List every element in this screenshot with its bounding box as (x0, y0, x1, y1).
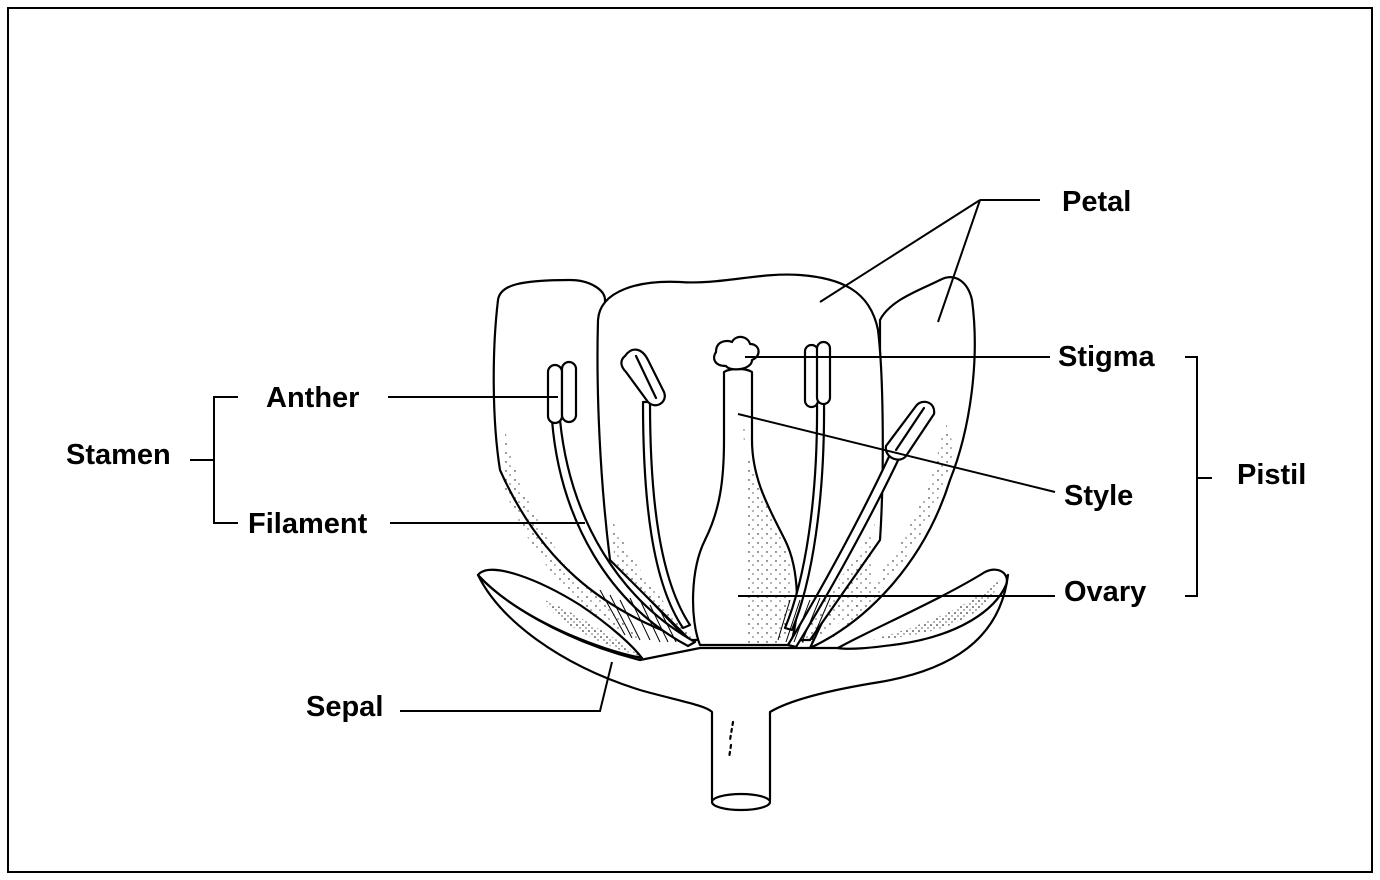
label-petal: Petal (1062, 186, 1131, 218)
label-anther: Anther (266, 382, 359, 414)
label-sepal: Sepal (306, 691, 383, 723)
label-stigma: Stigma (1058, 341, 1156, 373)
label-ovary: Ovary (1064, 576, 1146, 608)
label-style: Style (1064, 480, 1133, 512)
anther-3 (805, 342, 830, 407)
stem-cut (712, 794, 770, 810)
label-filament: Filament (248, 508, 368, 540)
label-stamen: Stamen (66, 439, 171, 471)
anther-1 (548, 362, 576, 423)
label-pistil: Pistil (1237, 459, 1306, 491)
